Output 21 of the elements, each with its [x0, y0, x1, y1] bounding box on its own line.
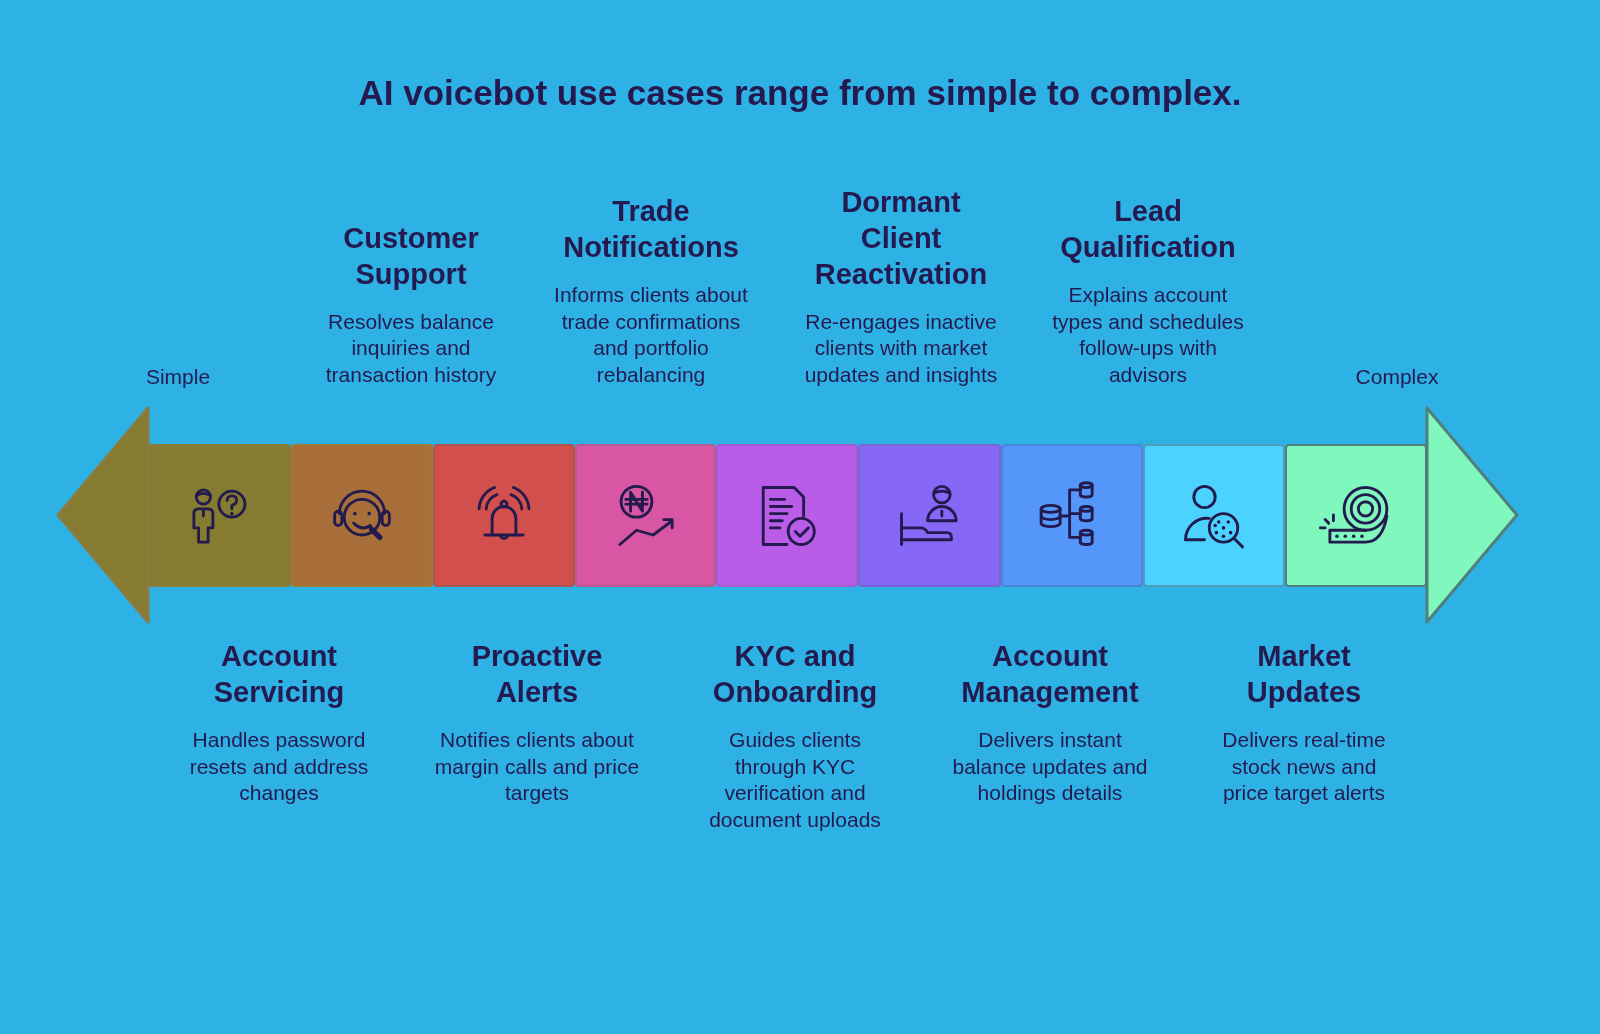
use-case-description: Re-engages inactive clients with market updates and insights [804, 308, 998, 388]
use-case-description: Guides clients through KYC verification and document uploads [708, 727, 882, 833]
use-case-heading: Account Management [960, 639, 1140, 710]
use-case-heading: Trade Notifications [562, 194, 740, 265]
scale-label: Complex [1355, 364, 1439, 390]
use-case-heading: Proactive Alerts [471, 639, 603, 710]
title: AI voicebot use cases range from simple to complex. [358, 72, 1242, 114]
scale-label: Simple [145, 364, 211, 390]
use-case-heading: Account Servicing [213, 639, 345, 710]
use-case-heading: Customer Support [342, 220, 480, 292]
use-case-heading: KYC and Onboarding [712, 639, 878, 710]
use-case-description: Explains account types and schedules follow-ups with advisors [1051, 282, 1245, 388]
use-case-description: Delivers instant balance updates and holdings details [952, 727, 1148, 806]
use-case-heading: Lead Qualification [1059, 194, 1237, 265]
use-case-description: Handles password resets and address changes [189, 727, 369, 806]
use-case-description: Informs clients about trade confirmations and portfolio rebalancing [553, 282, 749, 388]
use-case-heading: Dormant Client Reactivation [814, 184, 988, 292]
use-case-description: Resolves balance inquiries and transaction history [325, 308, 497, 388]
use-case-description: Delivers real-time stock news and price target alerts [1221, 727, 1387, 806]
use-case-description: Notifies clients about margin calls and price targets [434, 727, 640, 806]
use-case-heading: Market Updates [1246, 639, 1362, 710]
